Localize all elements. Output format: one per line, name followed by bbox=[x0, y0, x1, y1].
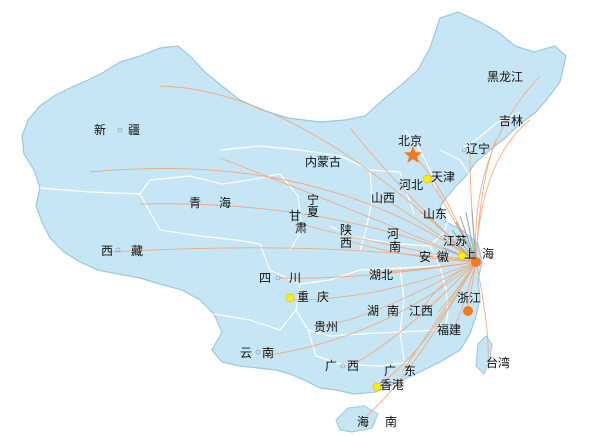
hainan-dot bbox=[359, 418, 365, 424]
label-shaanxi-2: 西 bbox=[340, 236, 353, 250]
label-taiwan: 台湾 bbox=[486, 356, 511, 370]
label-gansu-1: 甘 bbox=[289, 209, 302, 223]
tianjin-dot[interactable] bbox=[422, 174, 432, 184]
label-gansu-2: 肃 bbox=[295, 221, 308, 235]
label-xizang: 西藏 bbox=[101, 244, 162, 258]
label-hainan: 海南 bbox=[357, 415, 414, 429]
label-shanxi: 山西 bbox=[371, 191, 396, 205]
guangxi-dot bbox=[340, 363, 346, 369]
hainan-shape bbox=[335, 405, 379, 433]
label-guizhou: 贵州 bbox=[314, 320, 339, 334]
label-chongqing: 重庆 bbox=[297, 290, 338, 304]
label-neimenggu: 内蒙古 bbox=[305, 155, 342, 169]
label-hubei: 湖北 bbox=[369, 268, 394, 282]
capital-star-icon[interactable] bbox=[404, 146, 422, 163]
city-markers bbox=[115, 127, 481, 424]
label-zhejiang: 浙江 bbox=[457, 291, 482, 305]
label-qinghai: 青海 bbox=[189, 196, 250, 210]
hubei-dot bbox=[369, 269, 375, 275]
label-shanghai: 上海 bbox=[464, 247, 501, 261]
yunnan-dot bbox=[255, 349, 261, 355]
xinjiang-dot bbox=[117, 127, 123, 133]
label-shaanxi-1: 陕 bbox=[340, 223, 353, 237]
label-liaoning: 辽宁 bbox=[466, 142, 491, 156]
shanghai-hub-dot[interactable] bbox=[471, 257, 481, 267]
label-beijing: 北京 bbox=[398, 134, 423, 148]
label-tianjin: 天津 bbox=[431, 170, 456, 184]
zhejiang-dot[interactable] bbox=[463, 306, 473, 316]
label-yunnan: 云南 bbox=[240, 346, 285, 360]
label-fujian: 福建 bbox=[437, 323, 462, 337]
hub-fan bbox=[443, 209, 477, 263]
label-jilin: 吉林 bbox=[499, 114, 524, 128]
gansu-dot bbox=[297, 223, 303, 229]
label-henan-1: 河 bbox=[387, 227, 400, 241]
label-ningxia-2: 夏 bbox=[307, 205, 320, 219]
mainland-shape bbox=[21, 11, 567, 395]
label-guangdong: 广东 bbox=[384, 364, 425, 378]
xianggang-dot[interactable] bbox=[372, 382, 382, 392]
label-shandong: 山东 bbox=[423, 207, 448, 221]
label-guangxi: 广西 bbox=[325, 359, 370, 373]
label-ningxia-1: 宁 bbox=[307, 193, 320, 207]
label-hunan: 湖南 bbox=[367, 304, 408, 318]
label-heilongjiang: 黑龙江 bbox=[487, 70, 524, 84]
chongqing-dot[interactable] bbox=[285, 293, 295, 303]
label-jiangxi: 江西 bbox=[409, 304, 434, 318]
sichuan-dot bbox=[275, 275, 281, 281]
liaoning-dot bbox=[461, 147, 467, 153]
label-xianggang: 香港 bbox=[380, 378, 405, 392]
label-anhui: 安徽 bbox=[419, 250, 456, 264]
label-jiangsu: 江苏 bbox=[443, 234, 468, 248]
label-xinjiang: 新疆 bbox=[94, 123, 163, 137]
label-henan-2: 南 bbox=[389, 240, 402, 254]
shanghai-dot[interactable] bbox=[457, 251, 467, 261]
xizang-dot bbox=[115, 247, 121, 253]
label-sichuan: 四川 bbox=[259, 271, 320, 285]
label-hebei: 河北 bbox=[399, 178, 424, 192]
